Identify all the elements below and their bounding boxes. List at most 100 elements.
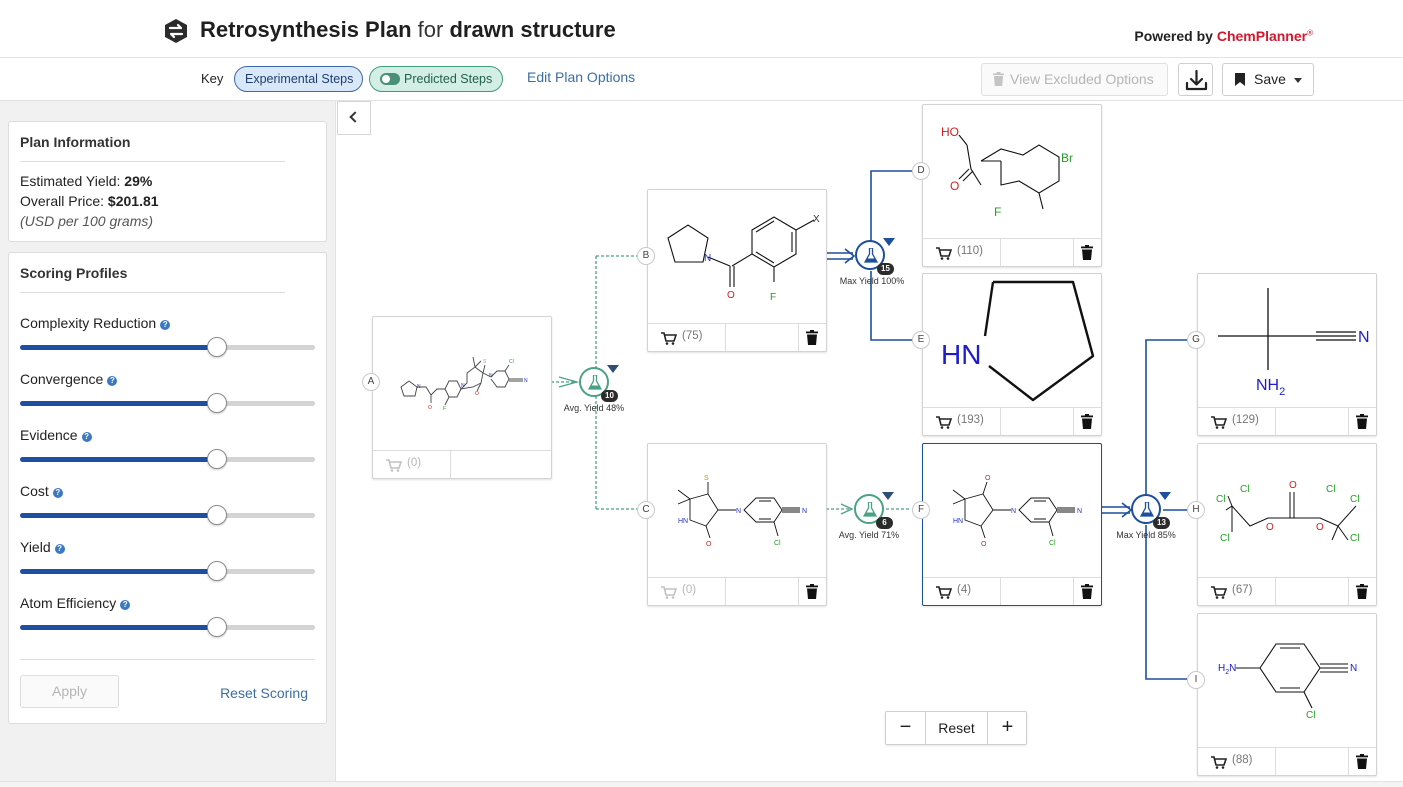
view-excluded-options-button[interactable]: View Excluded Options — [981, 63, 1168, 96]
atom-label: HN — [941, 339, 981, 370]
molecule-card-d[interactable]: HO O Br F (110) — [922, 104, 1102, 267]
card-footer: (0) — [373, 450, 551, 478]
atom-label: F — [994, 205, 1001, 219]
help-icon[interactable]: ? — [81, 432, 92, 442]
zoom-out-button[interactable]: − — [886, 712, 926, 744]
slider-knob[interactable] — [206, 505, 227, 525]
slider-cost[interactable] — [20, 505, 315, 525]
atom-label: O — [1316, 522, 1324, 533]
reaction-node-1[interactable]: 10 — [579, 365, 619, 402]
molecule-card-a[interactable]: N N N O O F Cl S N (0) — [372, 316, 552, 479]
atom-label: O — [1289, 480, 1297, 491]
divider — [725, 324, 726, 351]
cart-icon[interactable] — [936, 416, 952, 429]
slider-complexity-reduction[interactable] — [20, 337, 315, 357]
atom-label: Cl — [1306, 710, 1315, 721]
help-icon[interactable]: ? — [107, 376, 118, 386]
caret-down-icon[interactable] — [1159, 492, 1171, 500]
card-footer: (129) — [1198, 407, 1376, 435]
card-footer: (88) — [1198, 747, 1376, 775]
plan-canvas[interactable]: N N N O O F Cl S N (0) A — [337, 101, 1403, 781]
structure-c: S HN O N N Cl — [677, 475, 807, 548]
trash-icon[interactable] — [1356, 414, 1368, 429]
atom-label: S — [704, 475, 709, 482]
atom-label: Cl — [1216, 494, 1225, 505]
atom-label: N — [461, 383, 465, 389]
reaction-node-2[interactable]: 15 — [855, 238, 895, 275]
node-label-g: G — [1187, 331, 1205, 349]
overall-price-label: Overall Price: — [20, 193, 105, 209]
atom-label: S — [483, 359, 487, 365]
divider — [798, 324, 799, 351]
slider-knob[interactable] — [206, 561, 227, 581]
molecule-card-b[interactable]: N O F X (75) — [647, 189, 827, 352]
predicted-toggle-icon[interactable] — [380, 73, 400, 85]
slider-knob[interactable] — [206, 393, 227, 413]
atom-label: Cl — [509, 359, 514, 365]
slider-knob[interactable] — [206, 337, 227, 357]
download-button[interactable] — [1178, 63, 1213, 96]
divider — [1000, 239, 1001, 266]
help-icon[interactable]: ? — [160, 320, 171, 330]
cart-icon[interactable] — [1211, 756, 1227, 769]
atom-label: O — [727, 290, 735, 301]
vendor-count: (4) — [957, 584, 972, 596]
caret-down-icon[interactable] — [607, 365, 619, 373]
molecule-card-e[interactable]: HN (193) — [922, 273, 1102, 436]
collapse-sidebar-button[interactable] — [337, 101, 371, 135]
molecule-card-c[interactable]: S HN O N N Cl (0) — [647, 443, 827, 606]
sidebar: Plan Information Estimated Yield: 29% Ov… — [0, 101, 336, 781]
trash-icon[interactable] — [1081, 584, 1093, 599]
predicted-steps-pill[interactable]: Predicted Steps — [369, 66, 503, 92]
cart-icon[interactable] — [661, 332, 677, 345]
help-icon[interactable]: ? — [120, 600, 131, 610]
help-icon[interactable]: ? — [54, 544, 65, 554]
atom-label: N — [1077, 508, 1082, 515]
slider-yield[interactable] — [20, 561, 315, 581]
zoom-reset-button[interactable]: Reset — [938, 720, 975, 736]
zoom-in-button[interactable]: + — [987, 712, 1027, 744]
atom-label-main: N — [1229, 663, 1236, 674]
save-button[interactable]: Save — [1222, 63, 1314, 96]
caret-down-icon[interactable] — [882, 492, 894, 500]
structure-g: N NH2 — [1218, 288, 1370, 398]
slider-convergence[interactable] — [20, 393, 315, 413]
edit-plan-options-link[interactable]: Edit Plan Options — [527, 69, 636, 85]
flask-icon — [588, 375, 602, 390]
apply-button[interactable]: Apply — [20, 675, 119, 708]
reaction-node-4[interactable]: 13 — [1131, 492, 1171, 529]
atom-label: O — [1266, 522, 1274, 533]
route-count-badge: 15 — [877, 263, 894, 275]
slider-atom-efficiency[interactable] — [20, 617, 315, 637]
atom-label: Br — [1061, 151, 1073, 165]
slider-evidence[interactable] — [20, 449, 315, 469]
trash-icon[interactable] — [806, 584, 818, 599]
trash-icon[interactable] — [806, 330, 818, 345]
trash-icon[interactable] — [1081, 414, 1093, 429]
key-label: Key — [201, 71, 224, 86]
reaction-node-3[interactable]: 6 — [854, 492, 894, 529]
brand-name[interactable]: ChemPlanner — [1216, 28, 1308, 44]
molecule-card-f[interactable]: O HN O N N Cl (4) — [922, 443, 1102, 606]
reaction-label-2: Max Yield 100% — [839, 276, 905, 286]
trash-icon[interactable] — [1356, 584, 1368, 599]
vendor-count: (193) — [957, 414, 984, 426]
cart-icon[interactable] — [1211, 416, 1227, 429]
cart-icon[interactable] — [936, 586, 952, 599]
slider-knob[interactable] — [206, 449, 227, 469]
molecule-card-i[interactable]: H2N N Cl (88) — [1197, 613, 1377, 776]
slider-knob[interactable] — [206, 617, 227, 637]
cart-icon[interactable] — [386, 459, 402, 472]
trash-icon[interactable] — [1356, 754, 1368, 769]
cart-icon[interactable] — [1211, 586, 1227, 599]
experimental-steps-pill[interactable]: Experimental Steps — [234, 66, 363, 92]
cart-icon[interactable] — [936, 247, 952, 260]
molecule-card-g[interactable]: N NH2 (129) — [1197, 273, 1377, 436]
trash-icon[interactable] — [1081, 245, 1093, 260]
divider — [1073, 239, 1074, 266]
cart-icon[interactable] — [661, 586, 677, 599]
reset-scoring-link[interactable]: Reset Scoring — [220, 685, 308, 701]
caret-down-icon[interactable] — [883, 238, 895, 246]
molecule-card-h[interactable]: Cl Cl Cl O O O Cl Cl Cl (67) — [1197, 443, 1377, 606]
help-icon[interactable]: ? — [52, 488, 63, 498]
